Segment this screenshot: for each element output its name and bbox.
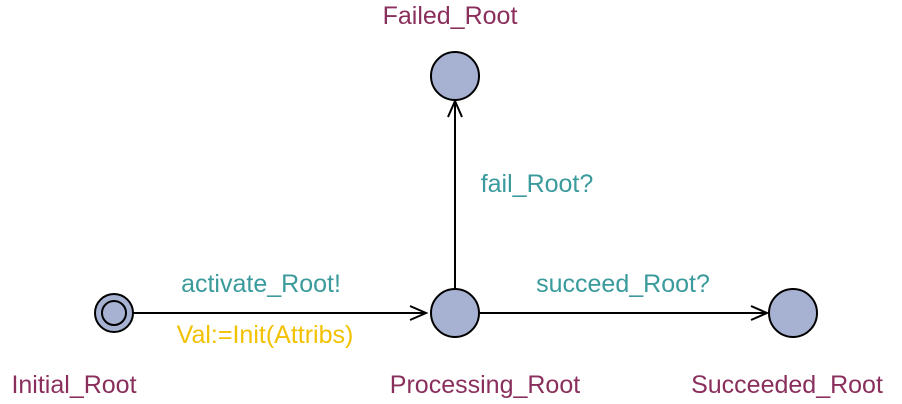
edge-activate-sync: activate_Root! xyxy=(181,270,341,298)
arrow-right-icon xyxy=(409,305,429,321)
edge-succeed[interactable] xyxy=(480,305,770,321)
location-failed-name: Failed_Root xyxy=(383,2,518,30)
edge-succeed-sync: succeed_Root? xyxy=(536,270,710,298)
edge-fail-sync: fail_Root? xyxy=(481,170,594,198)
location-failed[interactable] xyxy=(430,51,480,101)
initial-marker-icon xyxy=(101,300,127,326)
location-processing-name: Processing_Root xyxy=(390,371,580,399)
arrow-right-icon xyxy=(750,305,770,321)
edge-activate[interactable] xyxy=(132,305,429,321)
location-processing[interactable] xyxy=(430,288,480,338)
edge-activate-update: Val:=Init(Attribs) xyxy=(177,321,354,349)
location-succeeded[interactable] xyxy=(768,288,818,338)
edge-fail[interactable] xyxy=(447,98,463,289)
location-initial[interactable] xyxy=(94,293,134,333)
location-succeeded-name: Succeeded_Root xyxy=(691,371,883,399)
location-initial-name: Initial_Root xyxy=(11,371,136,399)
